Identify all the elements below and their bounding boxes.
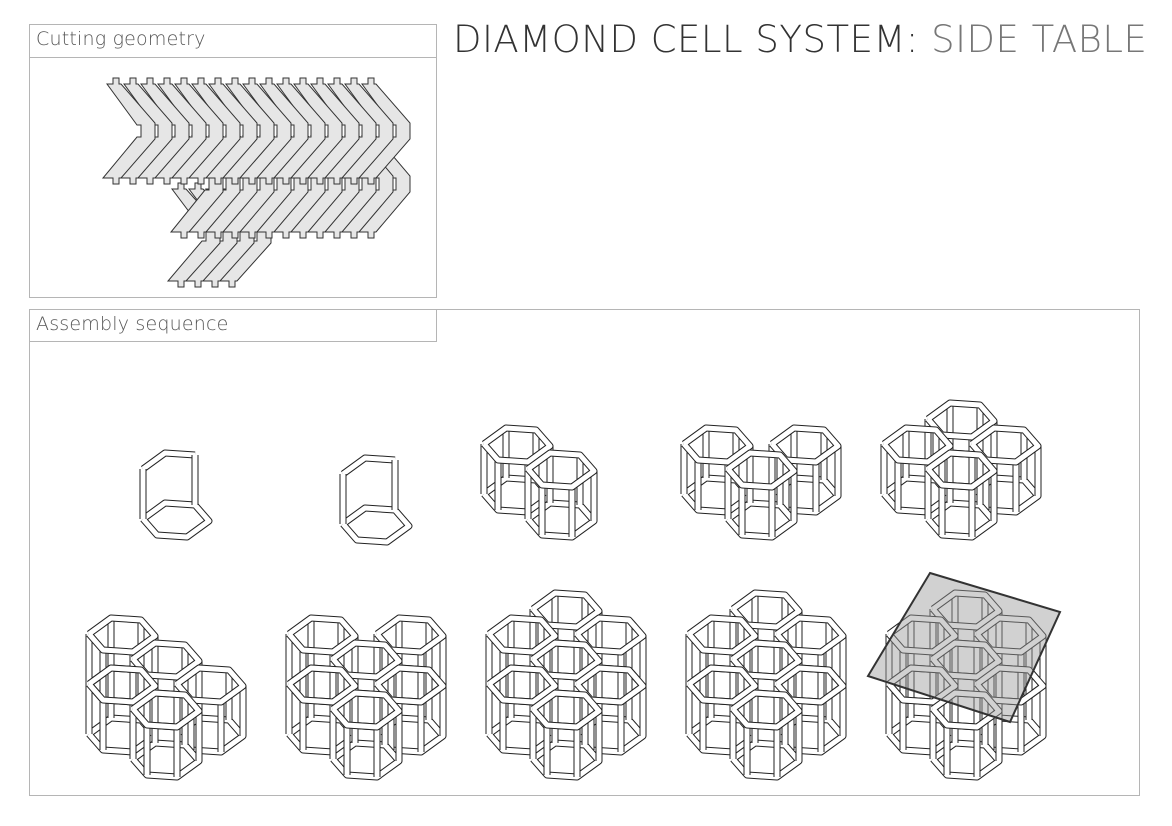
title-sub: SIDE TABLE — [918, 18, 1148, 61]
cutting-geometry-drawing — [101, 77, 411, 288]
glass-tabletop — [866, 571, 1062, 724]
frame-member — [487, 665, 558, 705]
frame-member — [141, 450, 196, 472]
frame-member — [331, 690, 402, 730]
frame-member — [882, 425, 953, 465]
frame-member — [687, 665, 758, 705]
frame-member — [926, 450, 997, 490]
frame-member — [731, 690, 802, 730]
assembly-step-4 — [680, 424, 842, 541]
frame-member — [726, 450, 797, 490]
frame-member — [287, 615, 358, 655]
frame-member — [531, 690, 602, 730]
frame-member — [682, 425, 753, 465]
assembly-sequence-panel — [29, 309, 1140, 796]
frame-member — [931, 690, 1002, 730]
assembly-step-5 — [880, 399, 1042, 541]
frame-member — [487, 615, 558, 655]
assembly-step-2 — [339, 454, 413, 546]
assembly-sequence-label: Assembly sequence — [29, 309, 437, 342]
frame-member — [131, 690, 202, 730]
assembly-drawing — [85, 399, 1062, 781]
title-main: DIAMOND CELL SYSTEM: — [453, 18, 919, 61]
cut-piece — [101, 77, 156, 185]
frame-member — [341, 505, 412, 545]
frame-member — [482, 425, 553, 465]
assembly-step-1 — [139, 449, 213, 541]
assembly-step-7 — [285, 614, 447, 781]
page-title: DIAMOND CELL SYSTEM: SIDE TABLE — [453, 18, 1147, 61]
assembly-step-6 — [85, 614, 247, 781]
frame-member — [526, 450, 597, 490]
frame-member — [341, 455, 396, 477]
frame-member — [87, 615, 158, 655]
frame-member — [687, 615, 758, 655]
frame-member — [287, 665, 358, 705]
assembly-step-9 — [685, 589, 847, 781]
assembly-step-8 — [485, 589, 647, 781]
frame-member — [141, 500, 212, 540]
frame-member — [87, 665, 158, 705]
frame-member — [887, 615, 958, 655]
assembly-step-3 — [480, 424, 598, 541]
cutting-geometry-label: Cutting geometry — [29, 24, 437, 58]
assembly-step-10 — [866, 571, 1062, 781]
frame-member — [887, 665, 958, 705]
